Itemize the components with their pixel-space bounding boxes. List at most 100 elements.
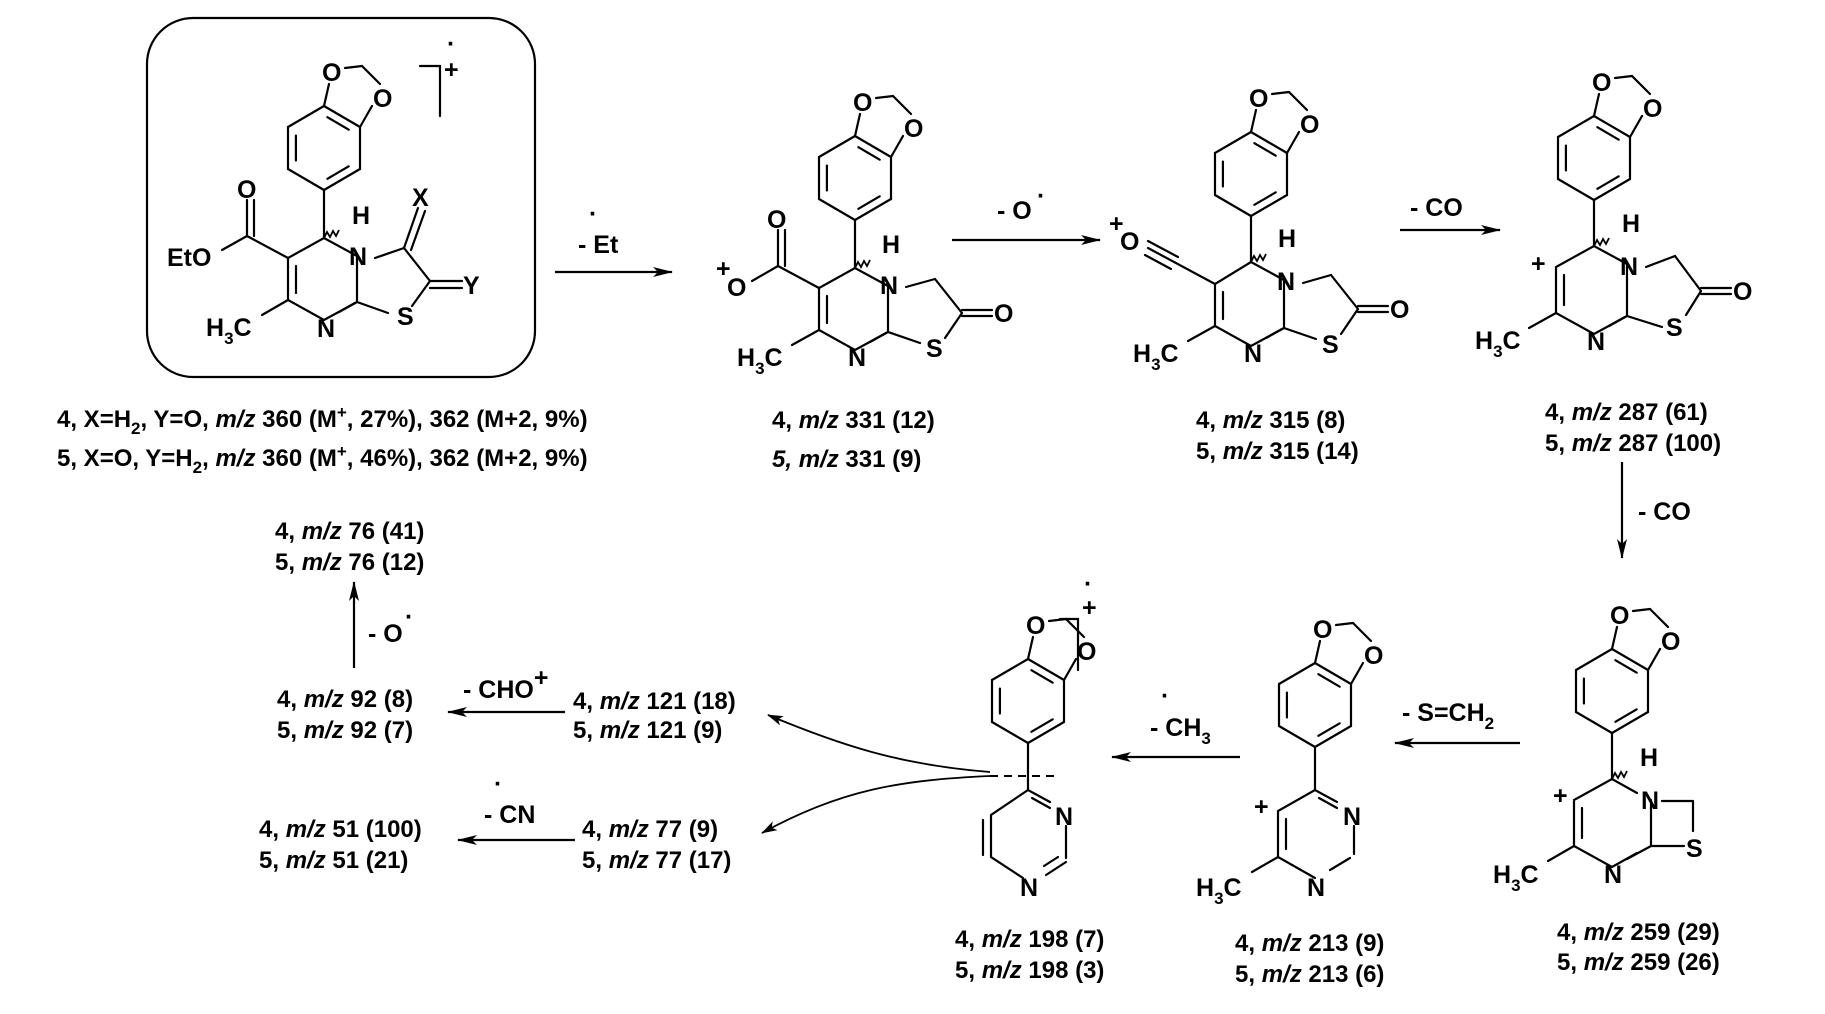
- atom-n-1: N: [1055, 803, 1073, 831]
- atom-n-bridge: N: [880, 272, 898, 300]
- svg-text:5, m/z 92 (7): 5, m/z 92 (7): [277, 717, 413, 744]
- methyl-label: H3C: [1493, 861, 1539, 895]
- step-label: - CH3: [1150, 714, 1211, 748]
- atom-y: Y: [463, 272, 480, 300]
- radical-dot: ·: [405, 603, 413, 631]
- step-label: - O: [368, 620, 403, 648]
- fragment-198-structure: OO N N + ·: [981, 570, 1097, 902]
- charge-plus: +: [1553, 782, 1568, 810]
- atom-o-dioxole-1: O: [322, 59, 341, 87]
- svg-text:4, m/z 198 (7): 4, m/z 198 (7): [955, 926, 1104, 953]
- svg-text:5, m/z 51 (21): 5, m/z 51 (21): [259, 847, 408, 874]
- fragment-315-caption: 4, m/z 315 (8) 5, m/z 315 (14): [1196, 407, 1359, 465]
- benzodioxole-ring: OO: [990, 612, 1096, 745]
- methyl-label: H3C: [1196, 874, 1242, 908]
- atom-o-cation: O: [727, 274, 746, 302]
- step-loss-co-2: - CO: [1617, 462, 1691, 559]
- step-loss-ch3: - CH3 ·: [1111, 682, 1240, 762]
- fragment-331-structure: OO H N N S O O O + H3C: [716, 89, 1013, 378]
- atom-o-dioxole-1: O: [1592, 69, 1611, 97]
- pyrimidine-ring: [286, 188, 390, 322]
- radical-cation-bracket: [1058, 617, 1080, 672]
- atom-o-dioxole-2: O: [904, 115, 923, 143]
- atom-n-ring: N: [1244, 340, 1262, 368]
- svg-text:5, m/z 198 (3): 5, m/z 198 (3): [955, 957, 1104, 984]
- fragment-92-caption: 4, m/z 92 (8) 5, m/z 92 (7): [277, 686, 413, 744]
- radical-dot: ·: [1084, 570, 1092, 598]
- svg-text:4, m/z 76 (41): 4, m/z 76 (41): [275, 518, 424, 545]
- atom-n-3: N: [1307, 874, 1325, 902]
- svg-text:4, m/z 331 (12): 4, m/z 331 (12): [772, 407, 935, 434]
- fragment-287-structure: OO H N N + S O H3C: [1475, 69, 1752, 361]
- svg-text:5, m/z 315 (14): 5, m/z 315 (14): [1196, 438, 1359, 465]
- atom-n-bridge: N: [1641, 787, 1659, 815]
- atom-n-ring: N: [317, 315, 335, 343]
- step-loss-et: - Et ·: [555, 200, 673, 277]
- atom-o-dioxole-2: O: [1643, 95, 1662, 123]
- curved-arrow-to-121: [767, 714, 991, 773]
- fragment-121-caption: 4, m/z 121 (18) 5, m/z 121 (9): [573, 688, 736, 744]
- ethoxy-label: EtO: [167, 244, 211, 272]
- fragment-259-caption: 4, m/z 259 (29) 5, m/z 259 (26): [1557, 919, 1720, 976]
- svg-text:5, m/z 77 (17): 5, m/z 77 (17): [582, 847, 731, 874]
- svg-text:5, m/z 121 (9): 5, m/z 121 (9): [573, 717, 722, 744]
- fragment-198-caption: 4, m/z 198 (7) 5, m/z 198 (3): [955, 926, 1104, 984]
- benzodioxole-ring: OO: [1213, 85, 1319, 218]
- svg-text:5, m/z 259 (26): 5, m/z 259 (26): [1557, 949, 1720, 976]
- fragment-213-caption: 4, m/z 213 (9) 5, m/z 213 (6): [1235, 930, 1384, 988]
- parent-highlight-box: [145, 16, 537, 379]
- atom-s: S: [1666, 314, 1683, 342]
- step-label: - CHO+: [463, 664, 548, 704]
- wavy-bond: [323, 229, 340, 239]
- atom-o-dioxole-2: O: [1364, 642, 1383, 670]
- atom-o-acylium: O: [1120, 228, 1139, 256]
- step-label: - CO: [1410, 194, 1463, 222]
- atom-s: S: [1686, 835, 1703, 863]
- atom-o-dioxole-2: O: [1300, 111, 1319, 139]
- svg-text:4, m/z 121 (18): 4, m/z 121 (18): [573, 688, 736, 715]
- charge-plus: +: [1109, 210, 1124, 238]
- svg-text:4, m/z 287 (61): 4, m/z 287 (61): [1545, 399, 1708, 426]
- atom-h: H: [882, 231, 900, 259]
- caption-compound-4: 4, X=H2, Y=O, m/z 360 (M+, 27%), 362 (M+…: [57, 403, 588, 438]
- parent-caption: 4, X=H2, Y=O, m/z 360 (M+, 27%), 362 (M+…: [57, 403, 588, 477]
- charge-plus: +: [1082, 594, 1097, 622]
- step-loss-o-1: - O ·: [952, 182, 1101, 245]
- fragment-76-caption: 4, m/z 76 (41) 5, m/z 76 (12): [275, 518, 424, 576]
- methyl-label: H3C: [737, 344, 783, 378]
- atom-h: H: [1278, 225, 1296, 253]
- atom-n-bridge: N: [349, 243, 367, 271]
- atom-s: S: [397, 303, 414, 331]
- atom-s: S: [1322, 331, 1339, 359]
- benzodioxole-ring: OO: [1556, 69, 1662, 202]
- step-label: - CO: [1638, 498, 1691, 526]
- atom-x: X: [412, 184, 429, 212]
- charge-plus: +: [716, 255, 731, 283]
- charge-plus: +: [444, 56, 459, 84]
- benzodioxole-ring: OO: [1277, 616, 1383, 749]
- svg-text:5, m/z 76 (12): 5, m/z 76 (12): [275, 549, 424, 576]
- fragment-331-caption: 4, m/z 331 (12) 5, m/z 331 (9): [772, 407, 935, 473]
- fragment-51-caption: 4, m/z 51 (100) 5, m/z 51 (21): [259, 816, 422, 874]
- radical-dot: ·: [589, 200, 597, 228]
- atom-o-ketone: O: [1390, 296, 1409, 324]
- atom-o-dioxole-1: O: [1610, 602, 1629, 630]
- atom-o-carbonyl: O: [767, 206, 786, 234]
- radical-cation-bracket: [418, 64, 442, 118]
- atom-h: H: [1622, 210, 1640, 238]
- svg-text:4, m/z 259 (29): 4, m/z 259 (29): [1557, 919, 1720, 946]
- atom-o-dioxole-1: O: [1249, 85, 1268, 113]
- caption-compound-5: 5, X=O, Y=H2, m/z 360 (M+, 46%), 362 (M+…: [57, 442, 588, 477]
- benzodioxole-ring: OO: [817, 89, 923, 222]
- charge-plus: +: [1531, 250, 1546, 278]
- fragment-315-structure: OO H N N S O O + H3C: [1109, 85, 1409, 374]
- atom-s: S: [926, 335, 943, 363]
- parent-ion-structure: OO H N N S X Y O EtO: [145, 16, 537, 379]
- atom-o-dioxole-1: O: [853, 89, 872, 117]
- atom-o-dioxole-2: O: [373, 85, 392, 113]
- atom-n-bridge: N: [1620, 253, 1638, 281]
- benzodioxole-ring: OO: [286, 59, 392, 192]
- atom-o-carbonyl: O: [237, 176, 256, 204]
- svg-text:4, m/z 51 (100): 4, m/z 51 (100): [259, 816, 422, 843]
